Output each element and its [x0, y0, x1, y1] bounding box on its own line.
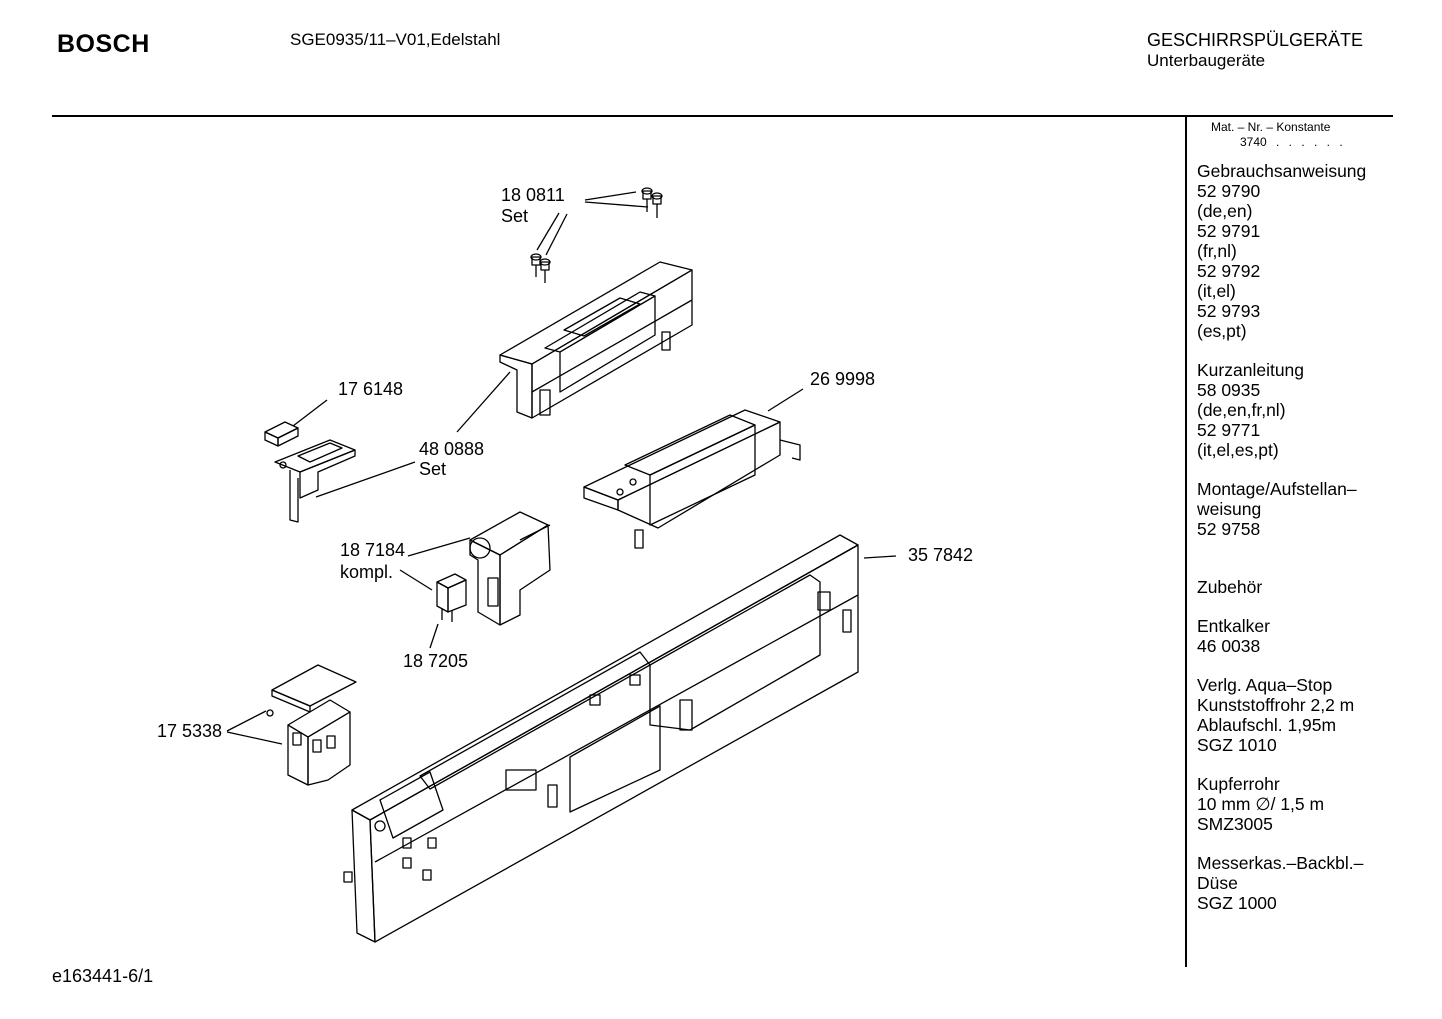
panel-frame-part: [343, 534, 859, 943]
sidebar-line: Verlg. Aqua–Stop: [1197, 675, 1333, 695]
sidebar-line: 52 9790: [1197, 181, 1261, 201]
sidebar-line: 10 mm ∅/ 1,5 m: [1197, 794, 1325, 814]
model-number: SGE0935/11–V01,Edelstahl: [290, 30, 501, 49]
header-divider: [52, 115, 1393, 117]
sidebar-line: (es,pt): [1197, 321, 1247, 341]
category-title: GESCHIRRSPÜLGERÄTE: [1147, 30, 1364, 50]
part-label-180811: 18 0811: [501, 185, 565, 205]
sidebar-line: Kupferrohr: [1197, 774, 1280, 794]
sidebar-line: SGZ 1010: [1197, 735, 1277, 755]
part-label-187184: 18 7184: [340, 540, 405, 560]
sidebar-line: SMZ3005: [1197, 814, 1273, 834]
part-note-187184: kompl.: [340, 562, 393, 582]
leader-lines: [226, 191, 897, 745]
brand-logo: BOSCH: [57, 30, 150, 58]
sidebar-line: Ablaufschl. 1,95m: [1197, 715, 1337, 735]
relay-part: [436, 573, 467, 622]
sidebar-line: (de,en,fr,nl): [1197, 400, 1286, 420]
part-note-180811: Set: [501, 206, 528, 226]
part-label-357842: 35 7842: [908, 545, 973, 565]
screw-set-part: [530, 187, 663, 283]
bracket-part: [264, 421, 356, 523]
part-label-175338: 17 5338: [157, 721, 222, 741]
material-number-label: Mat. – Nr. – Konstante: [1211, 120, 1331, 134]
sidebar-line: Entkalker: [1197, 616, 1270, 636]
material-number-dots: . . . . . .: [1276, 135, 1346, 149]
sidebar-line: weisung: [1197, 499, 1262, 519]
sidebar-line: (it,el): [1197, 281, 1236, 301]
sidebar-divider: [1185, 117, 1187, 967]
connector-block-part: [266, 664, 357, 786]
sidebar-line: Messerkas.–Backbl.–: [1197, 853, 1364, 873]
part-label-480888: 48 0888: [419, 439, 484, 459]
sidebar-line: Zubehör: [1197, 577, 1263, 597]
part-note-480888: Set: [419, 459, 446, 479]
sidebar-line: Montage/Aufstellan–: [1197, 479, 1357, 499]
sidebar-line: SGZ 1000: [1197, 893, 1277, 913]
sidebar-line: 52 9792: [1197, 261, 1261, 281]
sidebar-line: Kunststoffrohr 2,2 m: [1197, 695, 1355, 715]
accessory-list: Gebrauchsanweisung 52 9790 (de,en) 52 97…: [1197, 161, 1366, 913]
sidebar-line: Kurzanleitung: [1197, 360, 1305, 380]
cover-housing-part: [499, 261, 693, 419]
exploded-parts-diagram: 18 0811 Set 17 6148 48 0888 Set 26 9998 …: [157, 185, 973, 943]
sidebar-line: Gebrauchsanweisung: [1197, 161, 1367, 181]
sidebar-line: 58 0935: [1197, 380, 1261, 400]
part-label-176148: 17 6148: [338, 379, 403, 399]
sidebar-line: 52 9791: [1197, 221, 1261, 241]
sidebar-line: 46 0038: [1197, 636, 1261, 656]
sidebar-line: 52 9758: [1197, 519, 1261, 539]
switch-assembly-part: [469, 511, 551, 626]
sidebar-line: 52 9771: [1197, 420, 1261, 440]
sidebar-line: (fr,nl): [1197, 241, 1237, 261]
control-module-part: [583, 409, 801, 549]
subcategory-title: Unterbaugeräte: [1147, 51, 1266, 70]
part-label-269998: 26 9998: [810, 369, 875, 389]
sidebar-line: (it,el,es,pt): [1197, 440, 1279, 460]
sidebar-line: 52 9793: [1197, 301, 1261, 321]
sidebar-line: (de,en): [1197, 201, 1253, 221]
sidebar-line: Düse: [1197, 873, 1238, 893]
part-label-187205: 18 7205: [403, 651, 468, 671]
material-number-value: 3740: [1240, 135, 1267, 149]
drawing-code: e163441-6/1: [52, 966, 154, 986]
